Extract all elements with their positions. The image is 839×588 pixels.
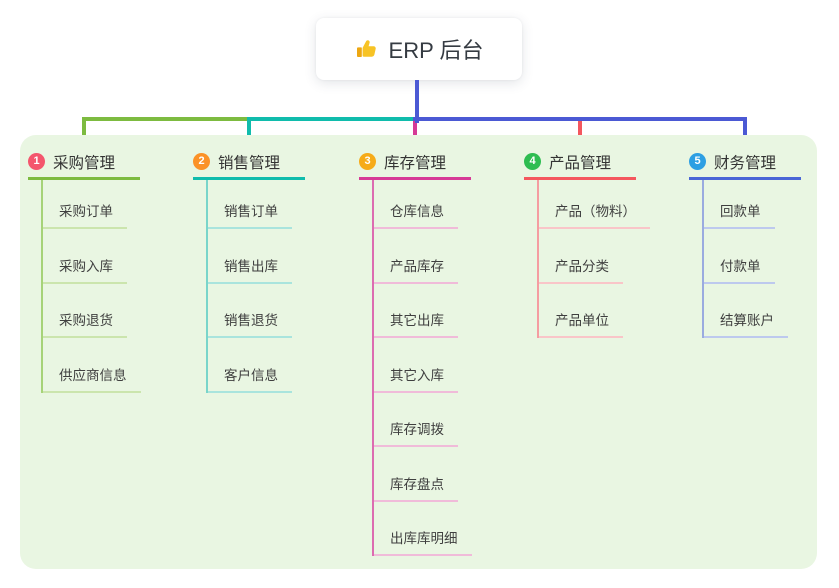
branch-inventory-header[interactable]: 3 库存管理 (359, 146, 471, 180)
branch-finance: 5 财务管理 回款单 付款单 结算账户 (689, 146, 839, 338)
branch-finance-children: 回款单 付款单 结算账户 (702, 180, 839, 338)
branch-purchase-children: 采购订单 采购入库 采购退货 供应商信息 (41, 180, 188, 393)
branch-inventory-children: 仓库信息 产品库存 其它出库 其它入库 库存调拨 库存盘点 出库库明细 (372, 180, 519, 556)
child-node: 其它出库 (374, 284, 519, 338)
badge-4: 4 (524, 153, 541, 170)
branch-sales-children: 销售订单 销售出库 销售退货 客户信息 (206, 180, 353, 393)
child-node: 采购退货 (43, 284, 188, 338)
branch-title: 产品管理 (549, 154, 612, 172)
connector-bus-green (82, 117, 249, 121)
branch-sales: 2 销售管理 销售订单 销售出库 销售退货 客户信息 (193, 146, 353, 393)
child-node: 出库库明细 (374, 502, 519, 556)
child-label[interactable]: 销售出库 (208, 255, 292, 284)
child-node: 库存盘点 (374, 447, 519, 502)
child-node: 仓库信息 (374, 180, 519, 229)
child-node: 客户信息 (208, 338, 353, 393)
connector-bus-teal (247, 117, 415, 121)
child-node: 库存调拨 (374, 393, 519, 447)
branch-purchase: 1 采购管理 采购订单 采购入库 采购退货 供应商信息 (28, 146, 188, 393)
child-node: 销售出库 (208, 229, 353, 284)
child-node: 销售订单 (208, 180, 353, 229)
badge-1: 1 (28, 153, 45, 170)
child-label[interactable]: 产品（物料） (539, 200, 650, 229)
child-node: 供应商信息 (43, 338, 188, 393)
child-node: 采购订单 (43, 180, 188, 229)
child-node: 采购入库 (43, 229, 188, 284)
child-label[interactable]: 回款单 (704, 200, 775, 229)
child-label[interactable]: 产品分类 (539, 255, 623, 284)
root-node-erp[interactable]: ERP 后台 (316, 18, 522, 80)
branch-purchase-header[interactable]: 1 采购管理 (28, 146, 140, 180)
child-label[interactable]: 出库库明细 (374, 527, 472, 556)
child-label[interactable]: 客户信息 (208, 364, 292, 393)
branch-title: 财务管理 (714, 154, 777, 172)
child-node: 付款单 (704, 229, 839, 284)
child-node: 回款单 (704, 180, 839, 229)
thumbs-up-icon (355, 37, 379, 61)
child-label[interactable]: 供应商信息 (43, 364, 141, 393)
badge-2: 2 (193, 153, 210, 170)
child-label[interactable]: 库存调拨 (374, 418, 458, 447)
badge-3: 3 (359, 153, 376, 170)
connector-drop-branch5 (743, 117, 747, 148)
child-label[interactable]: 其它入库 (374, 364, 458, 393)
branch-product-header[interactable]: 4 产品管理 (524, 146, 636, 180)
child-node: 其它入库 (374, 338, 519, 393)
branch-inventory: 3 库存管理 仓库信息 产品库存 其它出库 其它入库 库存调拨 库存盘点 出库库… (359, 146, 519, 556)
child-node: 产品单位 (539, 284, 684, 338)
badge-5: 5 (689, 153, 706, 170)
child-label[interactable]: 销售退货 (208, 309, 292, 338)
connector-drop-branch1 (82, 117, 86, 148)
child-label[interactable]: 采购订单 (43, 200, 127, 229)
child-node: 产品库存 (374, 229, 519, 284)
branch-sales-header[interactable]: 2 销售管理 (193, 146, 305, 180)
child-node: 产品分类 (539, 229, 684, 284)
connector-drop-branch3 (413, 120, 417, 148)
child-label[interactable]: 产品库存 (374, 255, 458, 284)
branch-finance-header[interactable]: 5 财务管理 (689, 146, 801, 180)
root-title: ERP 后台 (388, 38, 484, 63)
branch-product: 4 产品管理 产品（物料） 产品分类 产品单位 (524, 146, 684, 338)
child-label[interactable]: 产品单位 (539, 309, 623, 338)
child-label[interactable]: 采购入库 (43, 255, 127, 284)
child-label[interactable]: 其它出库 (374, 309, 458, 338)
child-label[interactable]: 付款单 (704, 255, 775, 284)
branch-product-children: 产品（物料） 产品分类 产品单位 (537, 180, 684, 338)
child-node: 销售退货 (208, 284, 353, 338)
child-label[interactable]: 库存盘点 (374, 473, 458, 502)
branches-canvas (20, 135, 817, 569)
connector-bus-blue (413, 117, 747, 121)
connector-drop-branch4 (578, 117, 582, 148)
connector-root-vertical (415, 80, 419, 123)
branch-title: 库存管理 (384, 154, 447, 172)
branch-title: 采购管理 (53, 154, 116, 172)
child-node: 产品（物料） (539, 180, 684, 229)
child-label[interactable]: 仓库信息 (374, 200, 458, 229)
child-node: 结算账户 (704, 284, 839, 338)
child-label[interactable]: 结算账户 (704, 309, 788, 338)
connector-drop-branch2 (247, 117, 251, 148)
child-label[interactable]: 销售订单 (208, 200, 292, 229)
child-label[interactable]: 采购退货 (43, 309, 127, 338)
branch-title: 销售管理 (218, 154, 281, 172)
